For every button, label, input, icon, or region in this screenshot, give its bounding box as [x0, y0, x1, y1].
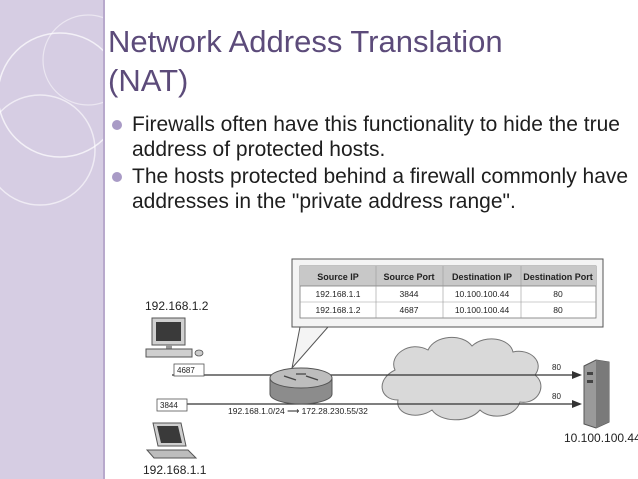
table-header-source-ip: Source IP [317, 272, 359, 282]
bullet-dot-icon [112, 172, 122, 182]
port-bottom-host-label: 3844 [160, 401, 178, 410]
table-cell: 80 [553, 305, 563, 315]
bullet-list: Firewalls often have this functionality … [112, 112, 632, 216]
nat-mapping-label: 192.168.1.0/24 ⟶ 172.28.230.55/32 [228, 406, 368, 416]
bullet-text: Firewalls often have this functionality … [132, 113, 620, 161]
server-ip-label: 10.100.100.44 [564, 431, 638, 445]
host-bottom-ip-label: 192.168.1.1 [143, 463, 207, 477]
table-cell: 3844 [400, 289, 419, 299]
router-icon [269, 367, 333, 405]
table-cell: 4687 [400, 305, 419, 315]
sidebar-divider [103, 0, 105, 479]
traffic-arrows [172, 371, 582, 408]
internet-cloud-icon [381, 337, 542, 421]
desktop-computer-icon [145, 317, 204, 358]
table-header-source-port: Source Port [383, 272, 434, 282]
nat-table: Source IP Source Port Destination IP Des… [291, 258, 604, 328]
table-callout-pointer [291, 326, 330, 370]
title-line-1: Network Address Translation [108, 24, 503, 59]
sidebar-circles [0, 14, 103, 206]
title-line-2: (NAT) [108, 63, 189, 98]
nat-table-header-bg [300, 266, 596, 286]
port-tag-bottom [156, 398, 188, 412]
table-cell: 192.168.1.2 [316, 305, 361, 315]
table-header-destination-port: Destination Port [523, 272, 593, 282]
table-cell: 192.168.1.1 [316, 289, 361, 299]
server-icon [583, 359, 610, 429]
bullet-text: The hosts protected behind a firewall co… [132, 165, 629, 213]
bullet-dot-icon [112, 120, 122, 130]
table-cell: 10.100.100.44 [455, 305, 510, 315]
laptop-icon [145, 422, 198, 459]
slide-title: Network Address Translation (NAT) [108, 22, 628, 100]
bullet-item: Firewalls often have this functionality … [112, 112, 632, 162]
table-header-destination-ip: Destination IP [452, 272, 512, 282]
port-server-bottom-label: 80 [552, 392, 561, 401]
table-cell: 80 [553, 289, 563, 299]
bullet-item: The hosts protected behind a firewall co… [112, 164, 632, 214]
table-cell: 10.100.100.44 [455, 289, 510, 299]
decorative-sidebar [0, 0, 103, 479]
host-top-ip-label: 192.168.1.2 [145, 299, 209, 313]
port-tag-top [173, 363, 205, 377]
port-top-host-label: 4687 [177, 366, 195, 375]
port-server-top-label: 80 [552, 363, 561, 372]
